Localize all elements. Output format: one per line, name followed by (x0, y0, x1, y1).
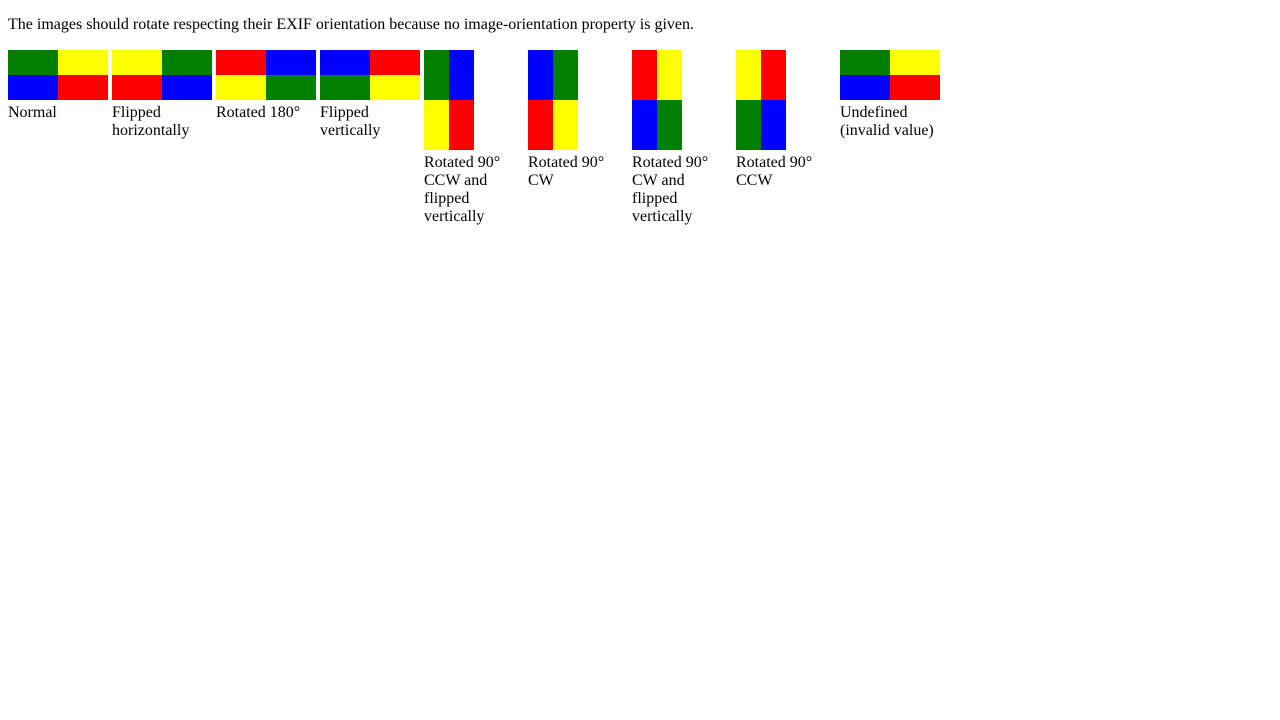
yellow-quadrant (424, 100, 449, 150)
orientation-item: Rotated 90° CCW and flipped vertically (424, 50, 524, 226)
orientation-image (840, 50, 940, 100)
orientation-image (8, 50, 108, 100)
yellow-quadrant (112, 50, 162, 75)
image-caption: Rotated 90° CCW (736, 154, 813, 189)
orientation-item: Undefined (invalid value) (840, 50, 940, 140)
orientation-image-row: Normal Flipped horizontally Rotated 180°… (8, 50, 944, 226)
yellow-quadrant (890, 50, 940, 75)
orientation-image (736, 50, 786, 150)
orientation-item: Rotated 90° CCW (736, 50, 836, 190)
blue-quadrant (320, 50, 370, 75)
intro-text: The images should rotate respecting thei… (8, 16, 695, 33)
red-quadrant (112, 75, 162, 100)
image-caption: Normal (8, 104, 57, 121)
image-caption: Undefined (invalid value) (840, 104, 934, 139)
orientation-item: Rotated 180° (216, 50, 316, 122)
orientation-item: Normal (8, 50, 108, 122)
yellow-quadrant (370, 75, 420, 100)
blue-quadrant (632, 100, 657, 150)
green-quadrant (657, 100, 682, 150)
image-caption: Rotated 90° CCW and flipped vertically (424, 154, 501, 225)
blue-quadrant (449, 50, 474, 100)
blue-quadrant (266, 50, 316, 75)
image-caption: Rotated 180° (216, 104, 301, 121)
green-quadrant (320, 75, 370, 100)
yellow-quadrant (216, 75, 266, 100)
orientation-item: Rotated 90° CW and flipped vertically (632, 50, 732, 226)
orientation-image (528, 50, 578, 150)
orientation-image (216, 50, 316, 100)
yellow-quadrant (553, 100, 578, 150)
orientation-image (632, 50, 682, 150)
red-quadrant (216, 50, 266, 75)
red-quadrant (449, 100, 474, 150)
image-caption: Flipped horizontally (112, 104, 190, 139)
green-quadrant (553, 50, 578, 100)
image-caption: Flipped vertically (320, 104, 381, 139)
red-quadrant (528, 100, 553, 150)
orientation-image (112, 50, 212, 100)
blue-quadrant (528, 50, 553, 100)
red-quadrant (890, 75, 940, 100)
green-quadrant (266, 75, 316, 100)
orientation-item: Flipped horizontally (112, 50, 212, 140)
red-quadrant (58, 75, 108, 100)
yellow-quadrant (657, 50, 682, 100)
red-quadrant (761, 50, 786, 100)
orientation-image (320, 50, 420, 100)
blue-quadrant (840, 75, 890, 100)
red-quadrant (370, 50, 420, 75)
red-quadrant (632, 50, 657, 100)
blue-quadrant (761, 100, 786, 150)
green-quadrant (736, 100, 761, 150)
green-quadrant (840, 50, 890, 75)
green-quadrant (162, 50, 212, 75)
orientation-item: Flipped vertically (320, 50, 420, 140)
image-caption: Rotated 90° CW (528, 154, 605, 189)
orientation-image (424, 50, 474, 150)
yellow-quadrant (58, 50, 108, 75)
yellow-quadrant (736, 50, 761, 100)
green-quadrant (8, 50, 58, 75)
green-quadrant (424, 50, 449, 100)
image-caption: Rotated 90° CW and flipped vertically (632, 154, 709, 225)
blue-quadrant (8, 75, 58, 100)
orientation-item: Rotated 90° CW (528, 50, 628, 190)
blue-quadrant (162, 75, 212, 100)
